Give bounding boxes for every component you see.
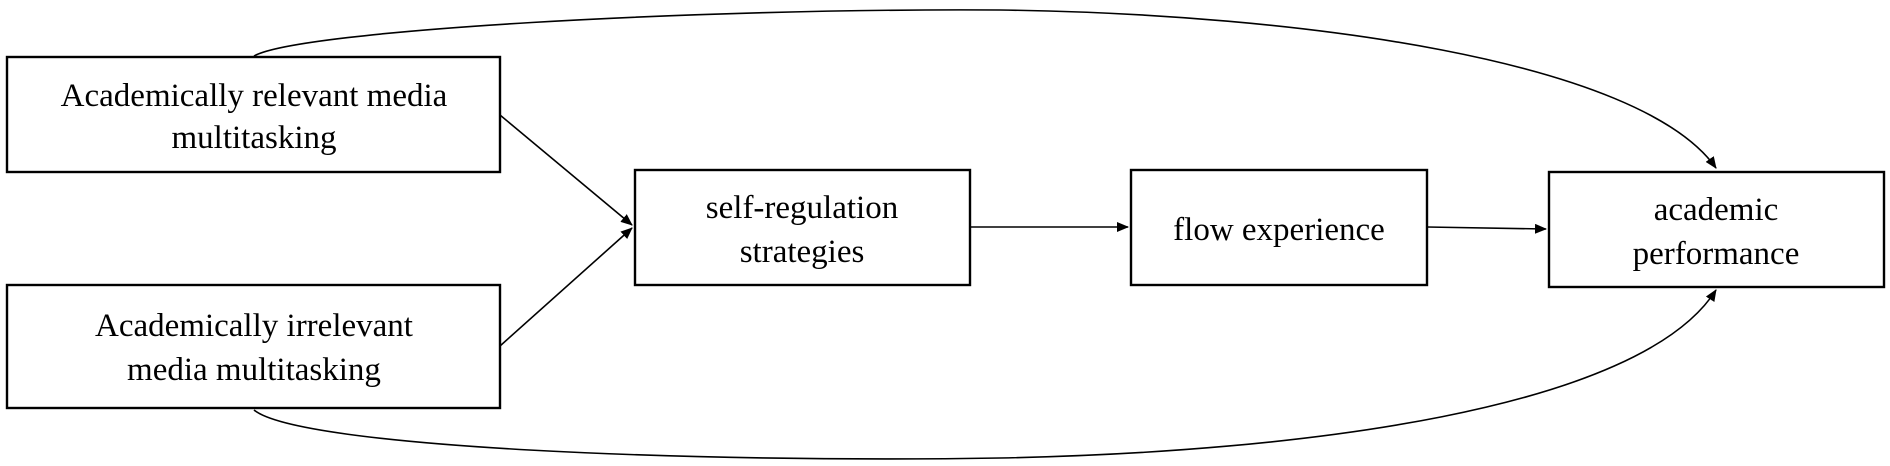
node-flow-line1: flow experience [1173, 212, 1385, 248]
node-relevant-media-multitasking: Academically relevant media multitasking [5, 55, 502, 174]
node-self-regulation-strategies: self-regulation strategies [633, 168, 972, 287]
node-irrelevant-line1: Academically irrelevant [95, 308, 413, 344]
edge-irrelevant-to-performance [253, 289, 1717, 460]
node-irrelevant-media-multitasking: Academically irrelevant media multitaski… [5, 283, 502, 410]
node-flow-experience: flow experience [1129, 168, 1429, 287]
node-academic-performance: academic performance [1547, 170, 1886, 289]
edge-flow-to-performance [1426, 223, 1547, 234]
node-self-regulation-line2: strategies [740, 234, 865, 270]
edge-relevant-to-self-regulation [499, 114, 633, 226]
node-relevant-line1: Academically relevant media [61, 78, 448, 114]
edge-relevant-to-performance [253, 9, 1717, 169]
edge-irrelevant-to-self-regulation [499, 227, 633, 347]
node-relevant-line2: multitasking [172, 120, 337, 156]
node-performance-line1: academic [1654, 192, 1779, 228]
node-irrelevant-line2: media multitasking [127, 352, 381, 388]
node-performance-line2: performance [1633, 236, 1800, 272]
node-self-regulation-line1: self-regulation [706, 190, 898, 226]
